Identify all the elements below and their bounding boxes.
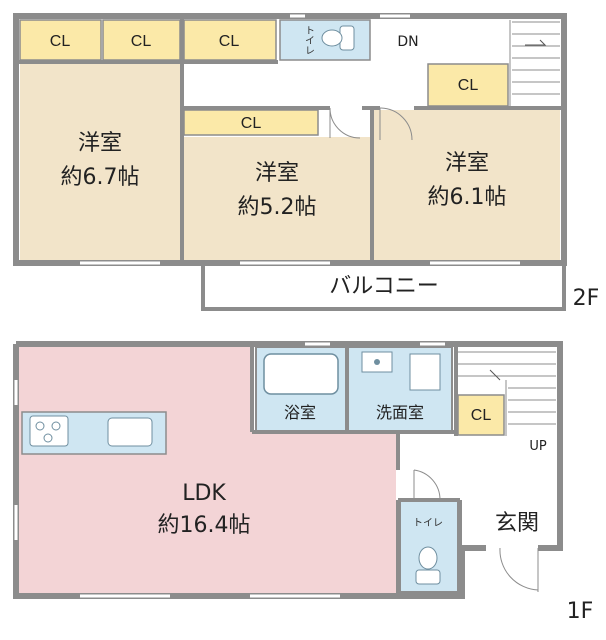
room-western-3-name: 洋室	[445, 151, 489, 176]
toilet-1f-bowl	[418, 546, 438, 570]
closet-3-label: CL	[219, 33, 240, 50]
first-floor-windows	[14, 342, 445, 598]
up-label: UP	[529, 439, 547, 454]
balcony	[201, 261, 566, 311]
room-western-3	[374, 110, 560, 260]
toilet-2f-bowl	[321, 29, 343, 47]
first-floor-doors	[413, 469, 539, 592]
second-floor-label: 2F	[573, 286, 600, 311]
first-floor-label: 1F	[567, 599, 594, 624]
stairs-2f	[509, 20, 560, 106]
toilet-1f-label: トイレ	[413, 518, 443, 529]
room-western-2-size: 約5.2帖	[238, 195, 317, 220]
ldk-room-extension	[252, 432, 396, 593]
washroom-label: 洗面室	[376, 403, 424, 422]
first-floor: LDK 約16.4帖 浴室 洗面室 CL UP トイレ 玄関 1F	[13, 341, 594, 624]
bathtub	[263, 353, 339, 395]
ldk-name: LDK	[182, 481, 226, 506]
room-western-1-size: 約6.7帖	[61, 165, 140, 190]
ldk-size: 約16.4帖	[158, 513, 251, 538]
room-western-1	[20, 62, 180, 260]
closet-1f	[457, 394, 505, 436]
toilet-1f-tank	[415, 569, 441, 585]
second-floor-windows	[80, 14, 520, 265]
closet-4-label: CL	[241, 115, 262, 132]
second-floor: CL CL CL CL CL トイレ DN 洋室 約6.7帖 洋室 約5.2帖 …	[13, 13, 600, 311]
wash-basin-drain	[374, 359, 380, 365]
second-floor-interior-walls	[16, 16, 564, 263]
dn-label: DN	[397, 34, 418, 50]
bathroom-label: 浴室	[284, 403, 316, 422]
stairs-1f	[458, 351, 556, 436]
ldk-room	[16, 347, 252, 593]
stove-icon	[29, 415, 69, 447]
kitchen-sink	[107, 417, 153, 447]
closet-1f-label: CL	[471, 407, 492, 424]
closet-1-label: CL	[50, 33, 71, 50]
room-western-2-name: 洋室	[255, 161, 299, 186]
closet-5-label: CL	[458, 77, 479, 94]
balcony-label: バルコニー	[329, 274, 439, 299]
room-western-1-name: 洋室	[78, 131, 122, 156]
second-floor-doors	[329, 107, 413, 141]
entrance-hall	[462, 502, 556, 546]
closet-1	[19, 19, 102, 61]
entrance-label: 玄関	[495, 511, 539, 536]
hall-1f	[396, 432, 556, 502]
room-western-2	[184, 137, 370, 260]
entrance-porch	[462, 546, 556, 594]
washing-machine	[409, 353, 441, 391]
closet-2-label: CL	[131, 33, 152, 50]
closet-4	[183, 109, 319, 136]
first-floor-interior-walls	[250, 344, 462, 596]
toilet-2f-label: トイレ	[303, 25, 315, 55]
room-western-3-size: 約6.1帖	[428, 185, 507, 210]
